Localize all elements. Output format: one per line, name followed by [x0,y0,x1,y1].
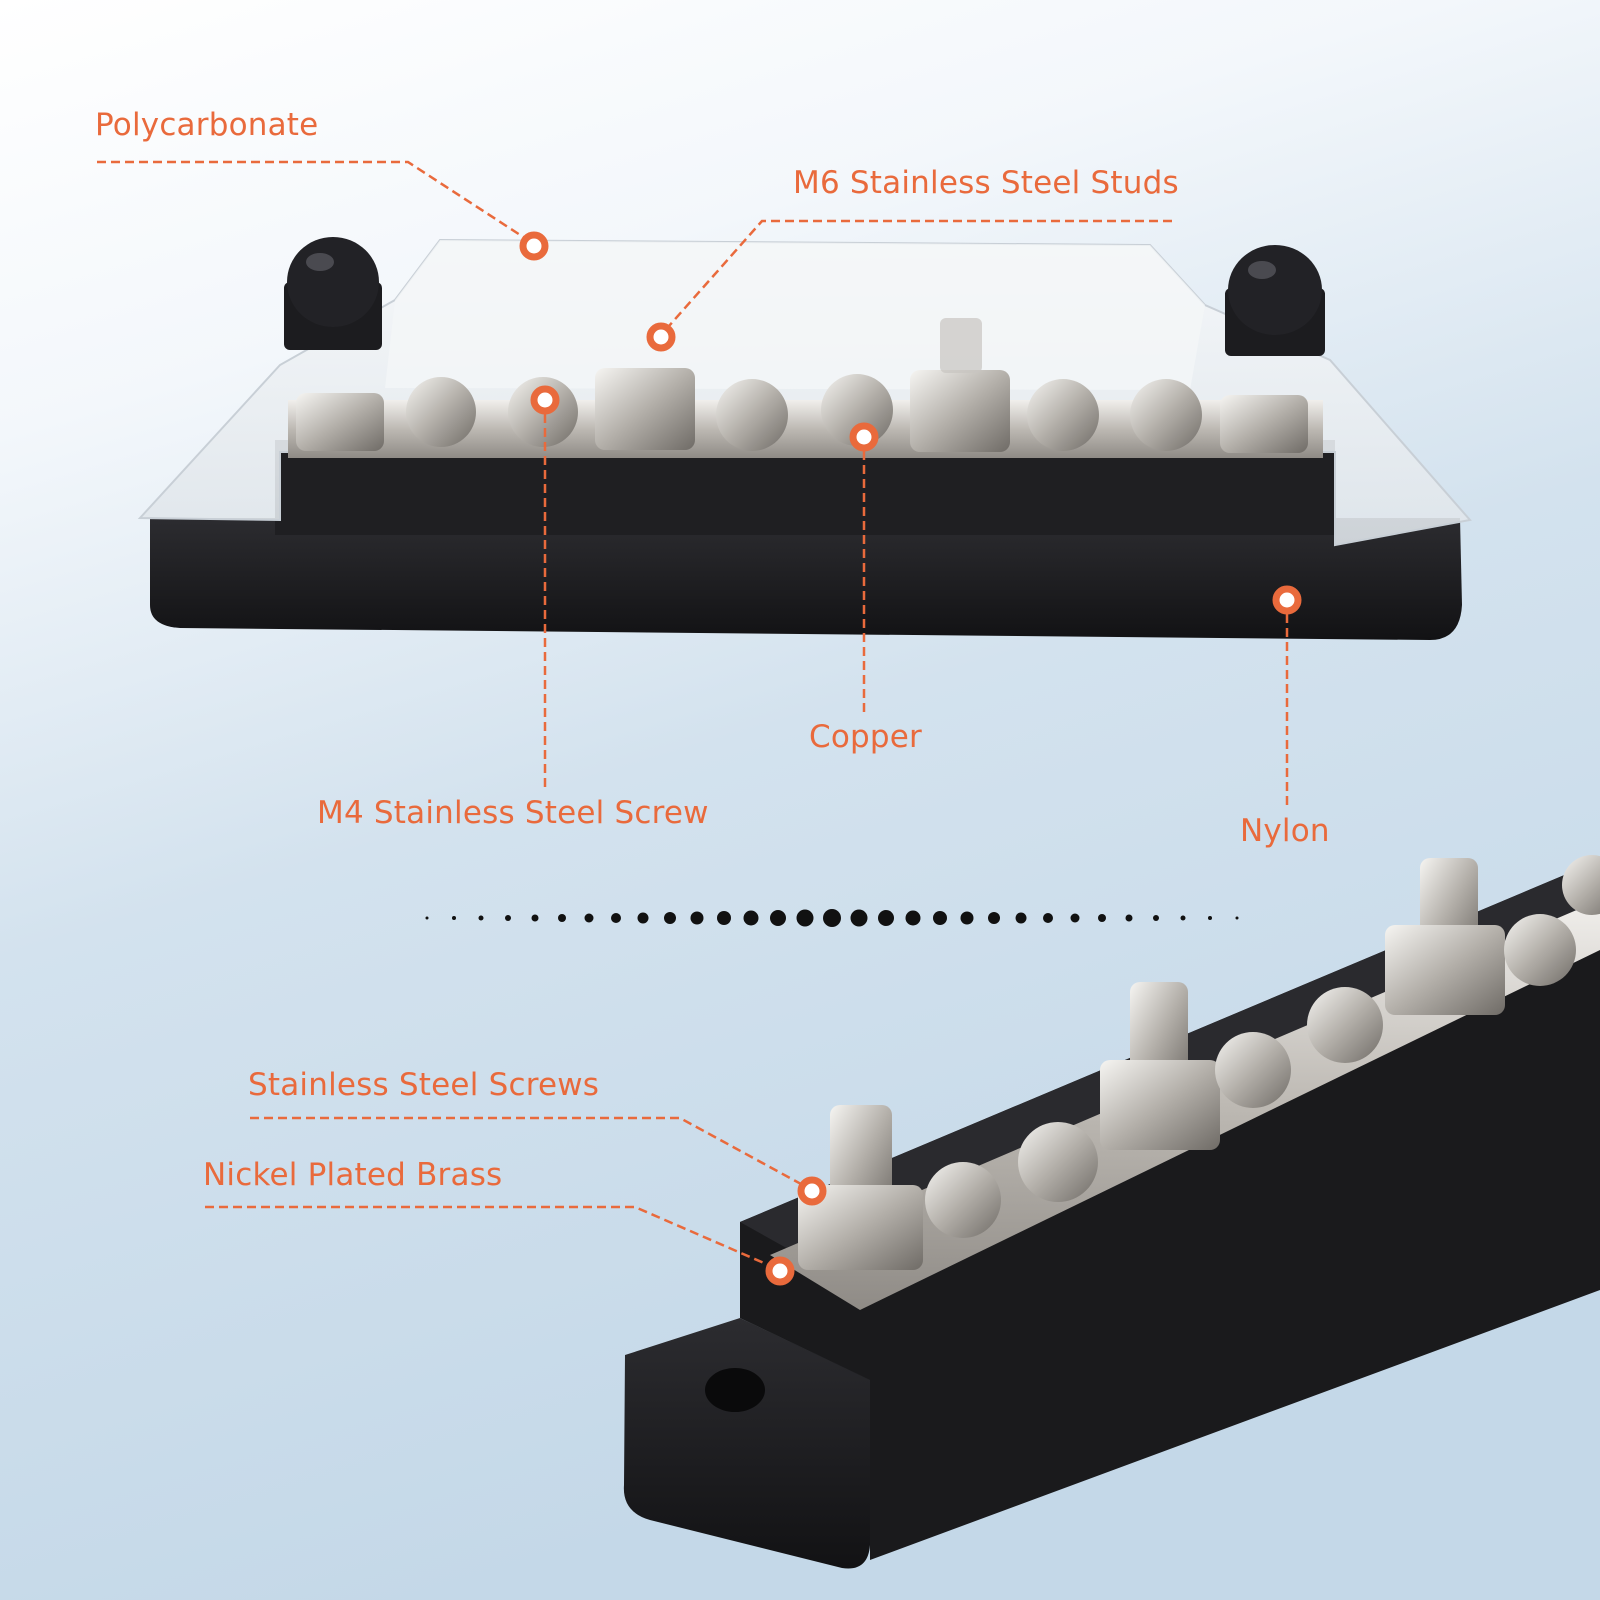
top-screws [296,318,1308,453]
leader-m6-studs [660,219,1172,336]
dot-m6-studs [646,322,676,352]
callout-dots-bottom [765,1176,827,1286]
leader-polycarbonate [97,160,535,246]
cap-nut-left [284,237,382,350]
label-m6-studs: M6 Stainless Steel Studs [793,165,1179,201]
leader-ss-screws [250,1116,813,1192]
bottom-screws [925,855,1600,1238]
dot-separator [425,909,1239,927]
cap-nut-right [1225,245,1325,356]
label-copper: Copper [809,719,922,755]
label-polycarbonate: Polycarbonate [95,107,319,143]
leader-nickel-brass [205,1205,781,1272]
callouts-bottom [205,1116,813,1272]
dot-ss-screws [797,1176,827,1206]
label-nickel-brass: Nickel Plated Brass [203,1157,503,1193]
callout-dots-top [519,231,1302,615]
label-m4-screw: M4 Stainless Steel Screw [317,795,709,831]
dot-nylon [1272,585,1302,615]
dot-nickel-brass [765,1256,795,1286]
mounting-hole [705,1368,765,1412]
dot-m4-screw [530,385,560,415]
dot-polycarbonate [519,231,549,261]
bottom-studs [798,858,1505,1270]
mounting-foot [623,1318,875,1569]
nylon-base [150,518,1462,640]
label-nylon: Nylon [1240,813,1330,849]
bottom-bus-bar [623,855,1600,1569]
label-ss-screws: Stainless Steel Screws [248,1067,600,1103]
callouts-top [97,160,1289,810]
dot-copper [849,422,879,452]
top-bus-bar [137,237,1472,640]
